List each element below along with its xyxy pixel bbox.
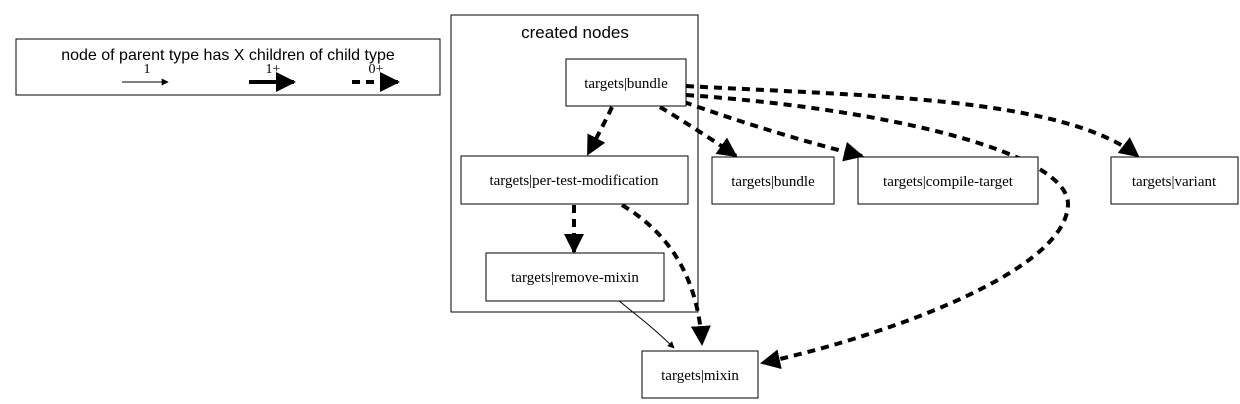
legend-label-one: 1 (144, 62, 151, 77)
cluster-created-nodes: created nodes (450, 14, 699, 313)
edge-remove-mixin-to-mixin (617, 299, 675, 349)
edges (564, 84, 1140, 370)
node-bundle: targets|bundle (711, 156, 835, 205)
edge-bundle-to-mixin (685, 93, 1071, 370)
legend: node of parent type has X children of ch… (15, 38, 441, 96)
node-per-test-modification-label: targets|per-test-modification (489, 173, 659, 189)
edge-bundle-to-per-test-modification (586, 106, 614, 156)
edge-bundle-to-compile-target (683, 100, 864, 162)
legend-label-zero-plus: 0+ (369, 62, 384, 77)
node-remove-mixin-label: targets|remove-mixin (511, 270, 639, 286)
legend-box (15, 38, 441, 96)
legend-label-one-plus: 1+ (266, 62, 281, 77)
node-compile-target-label: targets|compile-target (883, 174, 1014, 190)
node-bundle-label: targets|bundle (731, 174, 815, 190)
node-bundle-top: targets|bundle (565, 58, 687, 107)
edge-per-test-modification-to-mixin (620, 203, 711, 346)
node-per-test-modification: targets|per-test-modification (460, 155, 689, 205)
node-variant-label: targets|variant (1132, 174, 1217, 190)
node-bundle-top-label: targets|bundle (584, 76, 668, 92)
node-mixin: targets|mixin (641, 350, 759, 399)
edge-bundle-to-bundle (658, 105, 738, 158)
node-compile-target: targets|compile-target (857, 156, 1039, 205)
node-mixin-label: targets|mixin (661, 368, 739, 384)
legend-title: node of parent type has X children of ch… (61, 47, 395, 64)
edge-bundle-to-variant (685, 84, 1140, 158)
node-variant: targets|variant (1110, 156, 1239, 205)
cluster-label: created nodes (521, 23, 629, 42)
nodes: targets|bundle targets|per-test-modifica… (460, 58, 1239, 399)
node-remove-mixin: targets|remove-mixin (485, 252, 665, 302)
cluster-box (450, 14, 699, 313)
